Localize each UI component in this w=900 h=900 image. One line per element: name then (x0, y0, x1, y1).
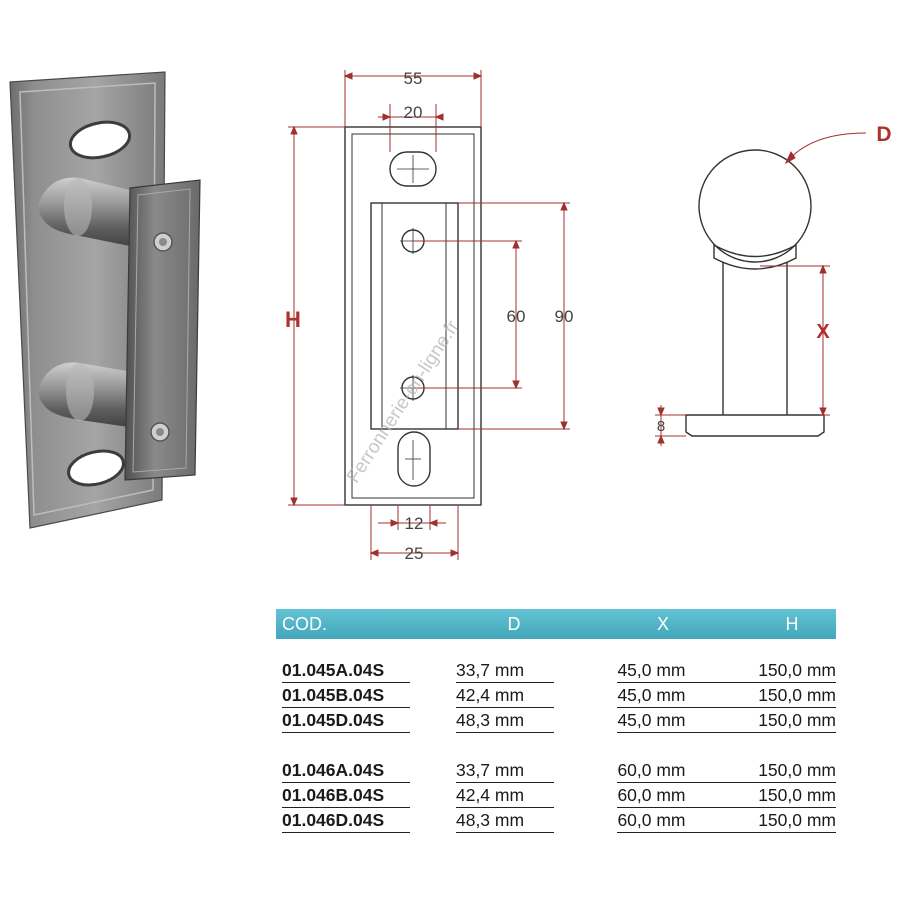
row-x: 60,0 mm (617, 810, 726, 833)
dim-plate-height: 90 (555, 307, 574, 326)
row-code: 01.046B.04S (282, 785, 410, 808)
row-code: 01.045D.04S (282, 710, 410, 733)
row-x: 60,0 mm (617, 785, 726, 808)
row-code: 01.046D.04S (282, 810, 410, 833)
table-row: 01.045B.04S 42,4 mm 45,0 mm 150,0 mm (276, 683, 836, 708)
slot-hole-top (68, 120, 132, 160)
table-row: 01.046D.04S 48,3 mm 60,0 mm 150,0 mm (276, 808, 836, 833)
spec-table: COD. D X H 01.045A.04S 33,7 mm 45,0 mm 1… (276, 609, 836, 833)
side-view-saddle (713, 243, 797, 270)
row-code: 01.045A.04S (282, 660, 410, 683)
table-row: 01.045D.04S 48,3 mm 45,0 mm 150,0 mm (276, 708, 836, 733)
bolt-top (153, 232, 173, 252)
row-d: 48,3 mm (455, 810, 555, 833)
dim-height-label: H (285, 307, 301, 332)
dim-plate-width: 25 (405, 544, 424, 563)
front-view-slot-top (389, 151, 437, 187)
header-cod: COD. (282, 613, 327, 634)
row-h: 150,0 mm (725, 710, 836, 733)
row-d: 42,4 mm (455, 785, 555, 808)
front-view-saddle (370, 202, 459, 430)
front-view-plate (344, 126, 482, 506)
row-d: 42,4 mm (455, 685, 555, 708)
row-x: 45,0 mm (617, 685, 726, 708)
dim-post-label: X (816, 321, 830, 343)
row-code: 01.046A.04S (282, 760, 410, 783)
row-d: 33,7 mm (455, 760, 555, 783)
table-row: 01.046B.04S 42,4 mm 60,0 mm 150,0 mm (276, 783, 836, 808)
row-x: 60,0 mm (617, 760, 726, 783)
product-photo (9, 71, 201, 529)
header-h: H (785, 613, 799, 634)
header-d: D (507, 613, 521, 634)
row-h: 150,0 mm (725, 660, 836, 683)
technical-drawings: 55 20 60 90 12 25 8 H X D Ferronnerie-en… (285, 69, 892, 563)
support-tube-bottom (38, 362, 150, 430)
row-code: 01.045B.04S (282, 685, 410, 708)
row-h: 150,0 mm (725, 785, 836, 808)
slot-hole-bottom (67, 449, 125, 487)
dim-slot-top: 20 (404, 103, 423, 122)
table-row: 01.045A.04S 33,7 mm 45,0 mm 150,0 mm (276, 658, 836, 683)
row-x: 45,0 mm (617, 710, 726, 733)
dim-base-thickness: 8 (657, 418, 665, 435)
dim-hole-spacing: 60 (507, 307, 526, 326)
row-d: 33,7 mm (455, 660, 555, 683)
dim-width: 55 (404, 69, 423, 88)
front-view-slot-bottom (397, 431, 431, 487)
table-group-046: 01.046A.04S 33,7 mm 60,0 mm 150,0 mm 01.… (276, 758, 836, 833)
row-h: 150,0 mm (725, 760, 836, 783)
dim-diameter-label: D (876, 123, 891, 146)
side-view-tube (698, 149, 812, 263)
header-x: X (656, 613, 669, 634)
row-h: 150,0 mm (725, 685, 836, 708)
dim-slot-bottom: 12 (405, 514, 424, 533)
row-h: 150,0 mm (725, 810, 836, 833)
table-header: COD. D X H (276, 609, 836, 639)
saddle-flange (124, 179, 201, 481)
table-row: 01.046A.04S 33,7 mm 60,0 mm 150,0 mm (276, 758, 836, 783)
bolt-bottom (150, 422, 170, 442)
table-group-045: 01.045A.04S 33,7 mm 45,0 mm 150,0 mm 01.… (276, 658, 836, 733)
side-view-base (685, 414, 825, 437)
row-x: 45,0 mm (617, 660, 726, 683)
row-d: 48,3 mm (455, 710, 555, 733)
